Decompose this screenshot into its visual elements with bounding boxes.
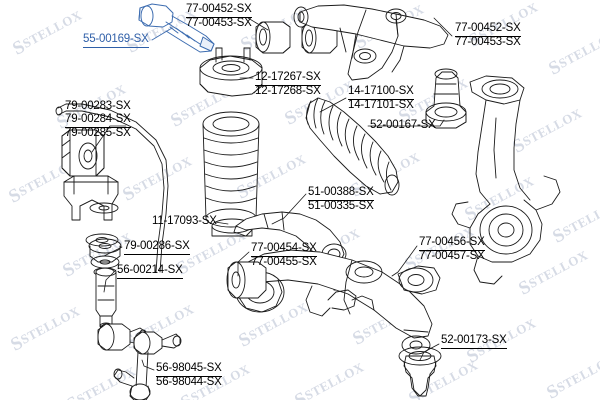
part-number-label[interactable]: 77-00456-SX [419,236,485,251]
part-number-label-highlighted[interactable]: 55-00169-SX [83,33,149,48]
part-number-label[interactable]: 56-98045-SX [156,362,222,377]
part-number-label[interactable]: 79-00285-SX [65,127,131,139]
part-number-label[interactable]: 51-00335-SX [308,200,374,212]
part-tie-rod-axle-joint [138,3,215,53]
part-number-label[interactable]: 77-00454-SX [251,242,317,257]
part-number-label[interactable]: 14-17101-SX [348,99,414,111]
part-number-label[interactable]: 77-00452-SX [455,22,521,37]
part-ball-joint-lower [398,346,442,397]
part-number-label[interactable]: 56-00214-SX [117,264,183,279]
part-lower-arm-bushing-front [226,261,267,299]
part-number-label[interactable]: 79-00286-SX [124,240,190,255]
part-number-label[interactable]: 77-00453-SX [455,36,521,48]
part-number-label[interactable]: 77-00453-SX [186,17,252,29]
part-stabilizer-bar-bushing [61,129,105,177]
part-number-label[interactable]: 79-00283-SX [65,100,131,112]
part-upper-control-arm [293,4,449,81]
part-strut-mount [199,47,263,97]
part-number-label[interactable]: 51-00388-SX [308,186,374,201]
part-steering-knuckle [451,75,561,285]
part-number-label[interactable]: 77-00452-SX [186,3,252,18]
part-stabilizer-link [113,331,182,400]
part-number-label[interactable]: 79-00284-SX [65,113,131,128]
part-number-label[interactable]: 52-00167-SX [370,119,436,131]
part-bump-stop [202,111,260,237]
part-number-label[interactable]: 77-00457-SX [419,250,485,262]
part-number-label[interactable]: 14-17100-SX [348,85,414,100]
part-number-label[interactable]: 56-98044-SX [156,376,222,388]
part-number-label[interactable]: 77-00455-SX [251,256,317,268]
part-ball-joint-upper [425,68,467,129]
part-bushing-bracket [63,175,119,221]
part-number-label[interactable]: 12-17267-SX [255,71,321,86]
part-stabilizer-bar [55,103,169,273]
part-shock-absorber-link [95,267,148,351]
part-steering-rack-boot [305,97,400,196]
part-number-label[interactable]: 11-17093-SX [152,215,217,227]
part-number-label[interactable]: 52-00173-SX [441,334,507,349]
part-control-arm-bushing-a [255,21,291,54]
part-number-label[interactable]: 12-17268-SX [255,85,321,97]
